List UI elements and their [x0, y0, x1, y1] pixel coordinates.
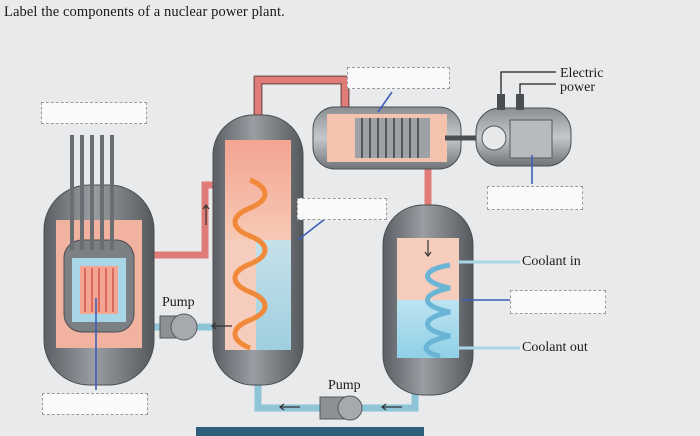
- electric-power-label: Electric power: [560, 66, 604, 95]
- power-line: [500, 71, 556, 94]
- pump-left-label: Pump: [162, 295, 195, 310]
- control-rods: [70, 135, 114, 250]
- answer-box-generator[interactable]: [487, 186, 583, 210]
- answer-box-reactor[interactable]: [42, 393, 148, 415]
- primary-pump: [159, 313, 198, 341]
- answer-box-condenser[interactable]: [510, 290, 606, 314]
- condenser: [382, 204, 474, 396]
- answer-box-steam-generator[interactable]: [297, 198, 387, 220]
- feedwater-pump: [319, 395, 363, 421]
- steam-generator: [212, 114, 304, 386]
- bottom-bar: [196, 427, 424, 436]
- fuel-rods: [84, 268, 114, 312]
- hot-leg-pipe: [150, 181, 222, 259]
- answer-box-turbine[interactable]: [347, 67, 450, 89]
- coolant-out-label: Coolant out: [522, 340, 588, 355]
- pump-bottom-label: Pump: [328, 378, 361, 393]
- generator: [475, 94, 572, 167]
- coolant-in-label: Coolant in: [522, 254, 581, 269]
- question-title: Label the components of a nuclear power …: [4, 4, 285, 20]
- turbine: [312, 106, 480, 170]
- answer-box-control-rods[interactable]: [41, 102, 147, 124]
- flow-arrows: [202, 204, 432, 411]
